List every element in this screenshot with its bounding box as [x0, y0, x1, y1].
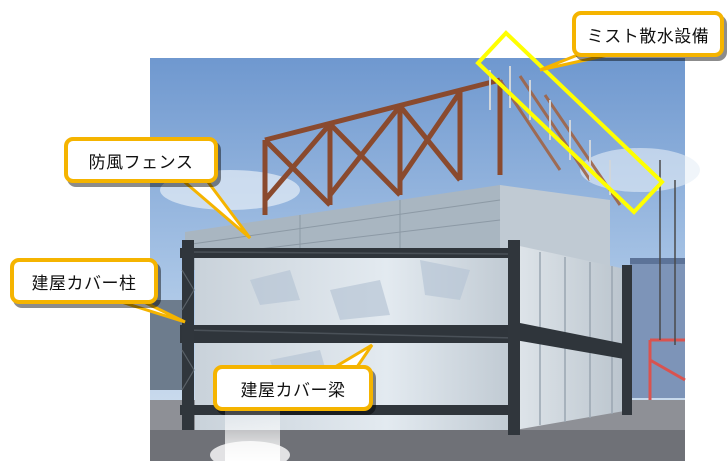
callout-pillar-label: 建屋カバー柱: [31, 273, 137, 294]
photo: [150, 30, 700, 461]
callout-mist-label: ミスト散水設備: [586, 26, 710, 47]
callout-windbreak-fence: 防風フェンス: [64, 137, 218, 183]
callout-cover-beam: 建屋カバー梁: [213, 365, 373, 411]
callout-cover-pillar: 建屋カバー柱: [10, 258, 158, 304]
callout-mist-sprinkler: ミスト散水設備: [572, 11, 724, 57]
callout-beam-label: 建屋カバー梁: [240, 380, 346, 401]
callout-fence-label: 防風フェンス: [88, 152, 194, 173]
mist-highlight-box: [475, 30, 665, 215]
